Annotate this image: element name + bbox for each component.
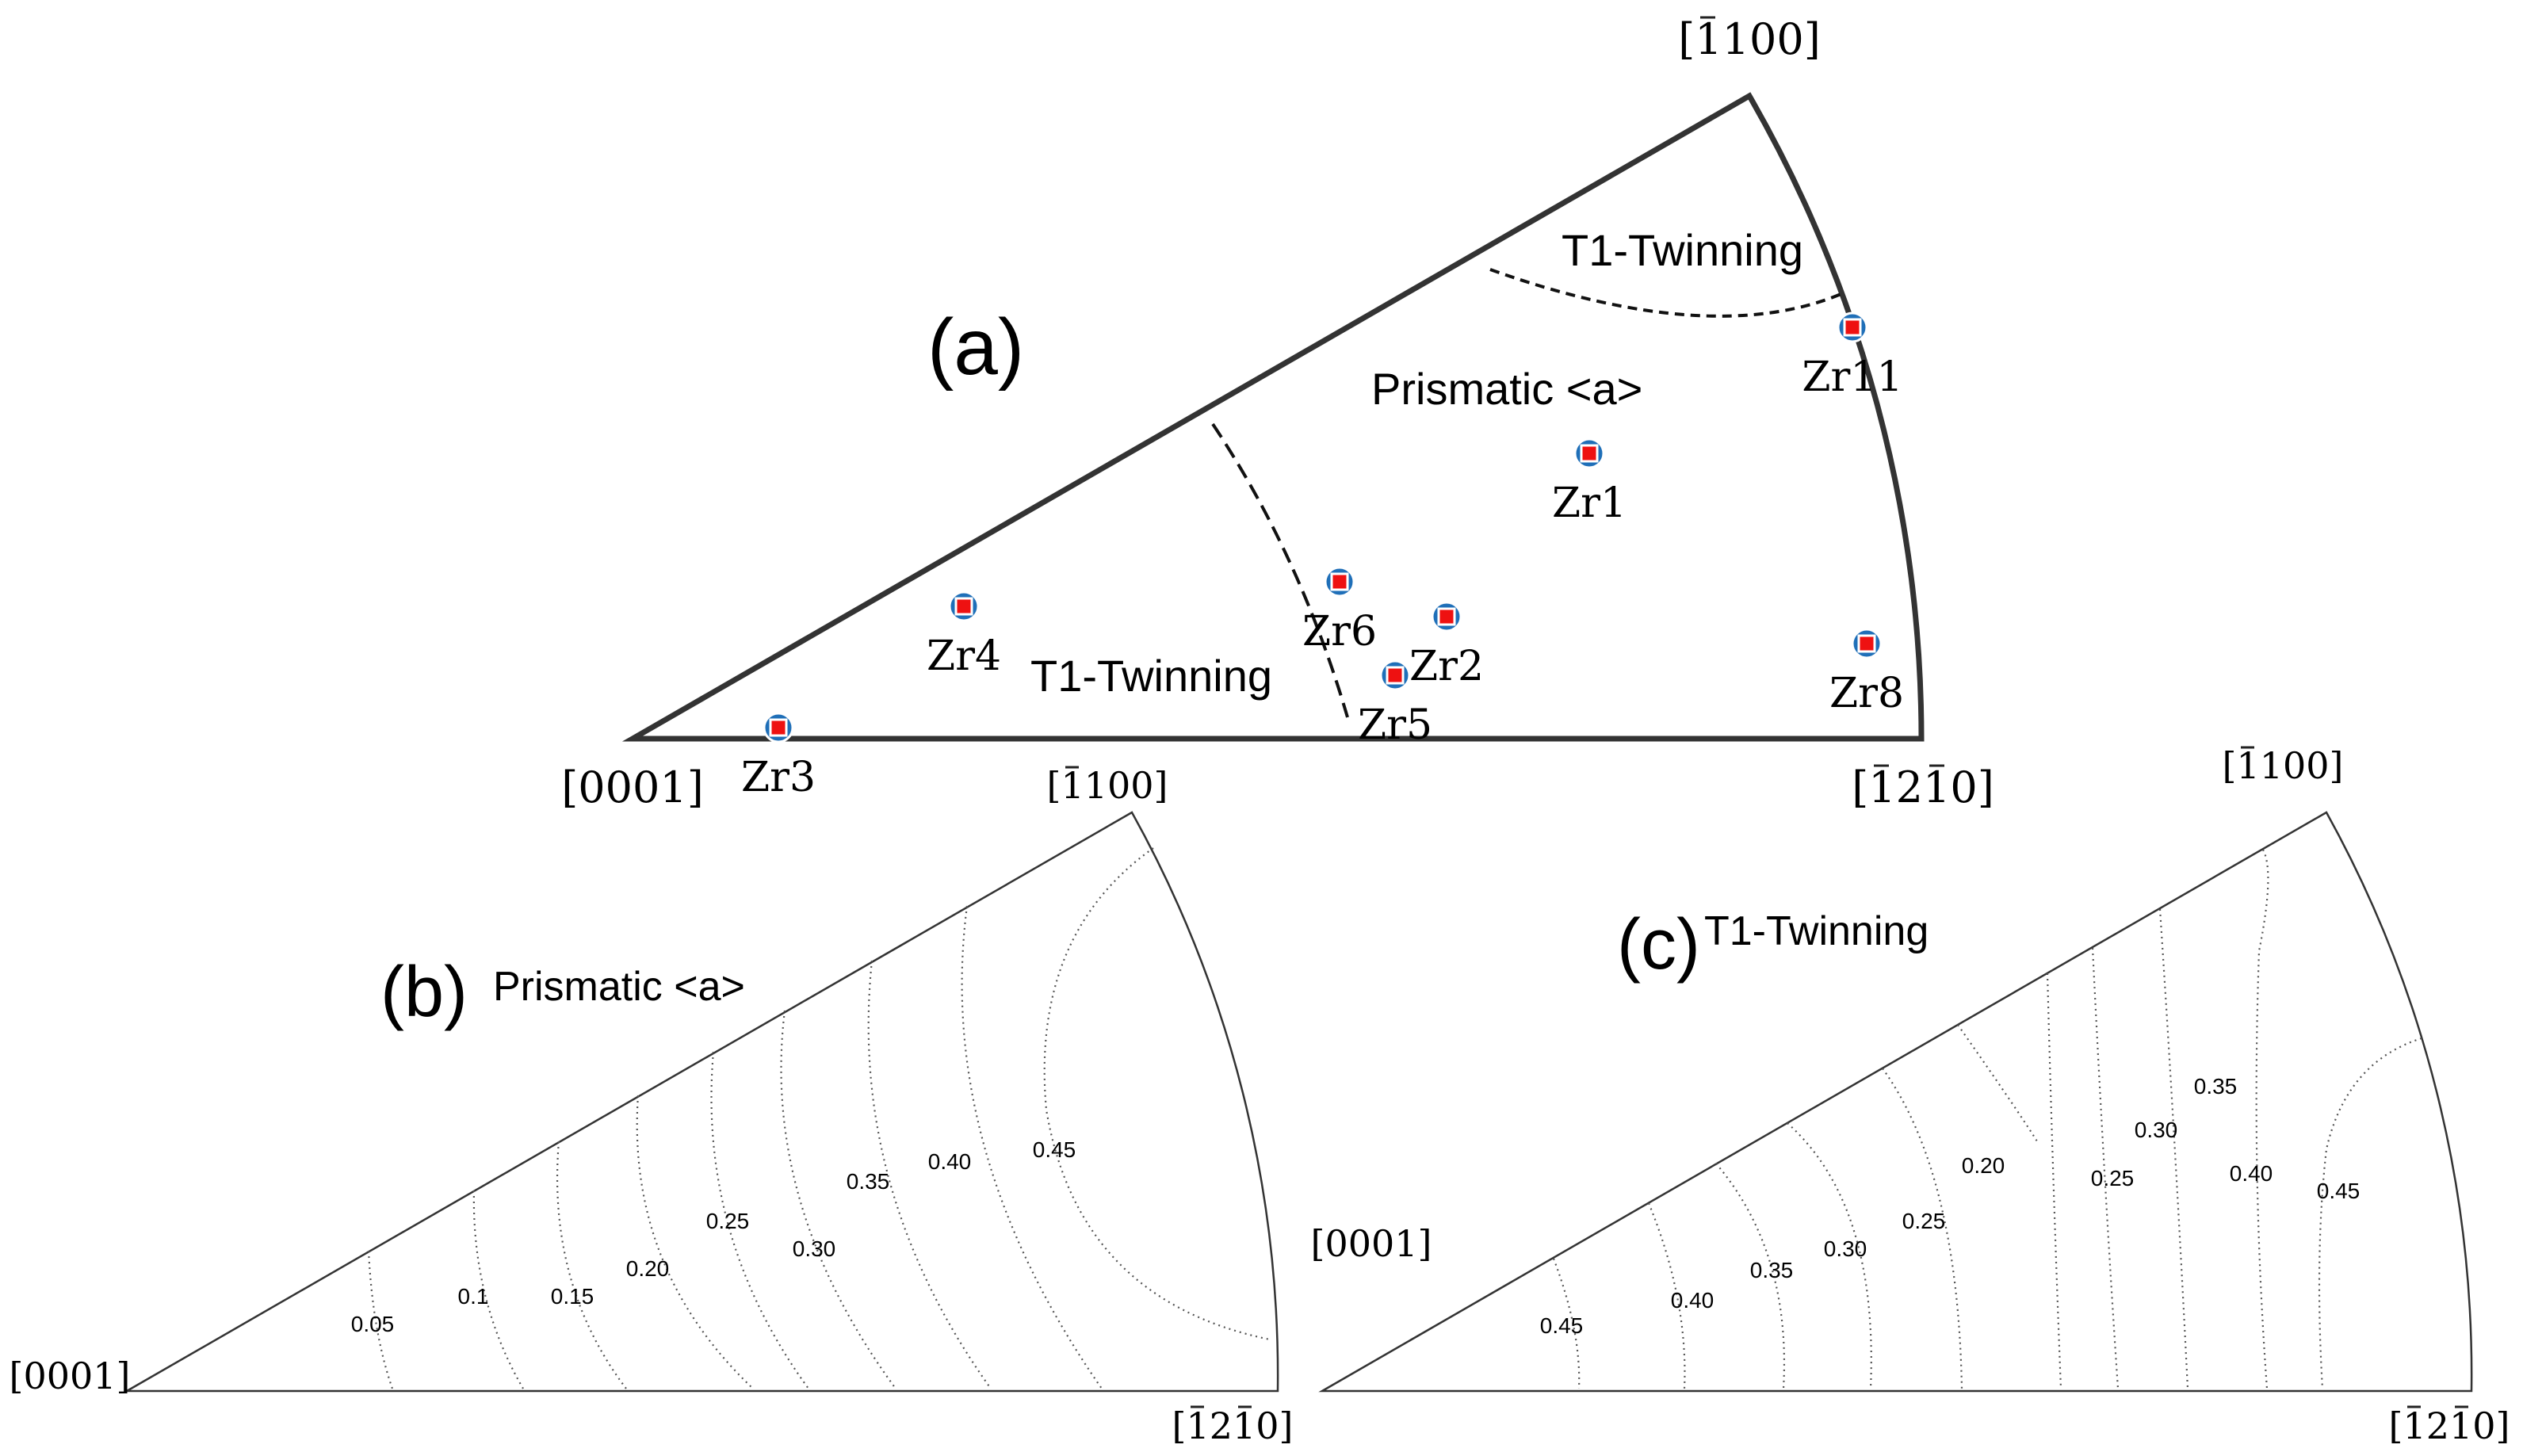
marker-label-zr4: Zr4 (927, 632, 1001, 680)
panel-a-left-direction: [0001] (561, 762, 704, 812)
marker-label-zr8: Zr8 (1829, 670, 1904, 717)
panel-c-contour-11 (2318, 1037, 2422, 1389)
marker-zr11: Zr11 (1802, 311, 1903, 401)
panel-c-contour-label-6: 0.20 (1962, 1153, 2005, 1178)
marker-label-zr5: Zr5 (1358, 701, 1432, 749)
panel-c-contour-label-5: 0.25 (1902, 1209, 1946, 1233)
panel-a-right-direction: [1210] (1852, 762, 1994, 812)
panel-c-contour-label-9: 0.35 (2194, 1074, 2238, 1099)
marker-label-zr6: Zr6 (1302, 608, 1377, 655)
panel-c-left-direction: [0001] (1311, 1222, 1432, 1265)
panel-b-top-direction: [1100] (1047, 764, 1168, 807)
panel-c-contour-2 (1647, 1202, 1686, 1389)
panel-c-contour-9 (2158, 908, 2189, 1389)
panel-c-contour-3 (1715, 1163, 1786, 1389)
panel-c-contour-label-2: 0.40 (1671, 1288, 1714, 1313)
marker-label-zr11: Zr11 (1802, 353, 1902, 401)
panel-a-divider-upper (1489, 268, 1844, 318)
panel-b-contour-3 (556, 1141, 627, 1389)
panel-b-contour-label-2: 0.1 (458, 1284, 489, 1309)
marker-zr5: Zr5 (1358, 659, 1432, 749)
marker-zr8: Zr8 (1829, 628, 1904, 717)
panel-b-contour-5 (710, 1051, 809, 1389)
panel-b-right-direction: [1210] (1172, 1404, 1294, 1447)
panel-b-contour-label-7: 0.35 (847, 1169, 890, 1194)
marker-label-zr3: Zr3 (741, 754, 816, 801)
marker-zr4: Zr4 (927, 590, 1001, 680)
panel-b-contour-6 (780, 1010, 896, 1389)
panel-c-right-direction: [1210] (2389, 1404, 2510, 1447)
panel-c-contour-label-8: 0.30 (2135, 1118, 2178, 1142)
region-label-t1-twinning-lower: T1-Twinning (1030, 651, 1272, 701)
marker-zr3: Zr3 (741, 712, 816, 801)
panel-c-contour-5 (1882, 1068, 1963, 1389)
panel-c-contour-10 (2255, 849, 2269, 1389)
panel-b-contour-label-4: 0.20 (626, 1256, 670, 1281)
panel-a-overbars (1700, 16, 1944, 767)
panel-b-left-direction: [0001] (10, 1355, 131, 1397)
panel-c-title: T1-Twinning (1704, 908, 1929, 954)
panel-c-contour-label-7: 0.25 (2091, 1166, 2135, 1190)
panel-c-contour-label-10: 0.40 (2230, 1161, 2273, 1186)
panel-b-contour-9 (1043, 847, 1271, 1341)
panel-a-label: (a) (927, 303, 1024, 392)
panel-c-label: (c) (1617, 905, 1700, 984)
panel-c-overbars (2241, 746, 2468, 1408)
panel-b-contour-8 (961, 905, 1103, 1389)
panel-c-contour-label-3: 0.35 (1750, 1258, 1794, 1282)
marker-zr2: Zr2 (1409, 601, 1484, 690)
marker-label-zr1: Zr1 (1552, 480, 1627, 527)
panel-b-contour-7 (867, 960, 992, 1389)
panel-c-contour-label-1: 0.45 (1540, 1313, 1584, 1338)
region-label-t1-twinning-upper: T1-Twinning (1562, 225, 1803, 275)
panel-b-contour-label-3: 0.15 (551, 1284, 594, 1309)
marker-zr6: Zr6 (1302, 566, 1377, 655)
marker-label-zr2: Zr2 (1409, 643, 1484, 690)
panel-b-title: Prismatic <a> (493, 964, 745, 1010)
panel-c-contour-label-11: 0.45 (2317, 1179, 2361, 1203)
panel-b-label: (b) (380, 953, 468, 1032)
panel-b-contour-label-5: 0.25 (706, 1209, 750, 1233)
panel-b-sector (123, 811, 1279, 1393)
region-label-prismatic-a: Prismatic <a> (1371, 364, 1642, 414)
panel-c-top-direction: [1100] (2223, 744, 2344, 787)
panel-c-contour-4 (1787, 1122, 1872, 1389)
panel-a-top-direction: [1100] (1678, 14, 1821, 64)
panel-c-sector (1318, 811, 2473, 1393)
panel-a-sector (621, 92, 1925, 742)
panel-c: 0.45 0.40 0.35 0.30 0.25 0.20 0.25 0.30 … (1311, 744, 2510, 1447)
panel-b-contour-4 (636, 1095, 754, 1389)
panel-b-contour-label-1: 0.05 (351, 1312, 395, 1336)
panel-c-contour-label-4: 0.30 (1824, 1236, 1867, 1261)
panel-c-contour-7 (2046, 973, 2062, 1389)
panel-b-contour-label-6: 0.30 (793, 1236, 836, 1261)
panel-c-contour-1 (1552, 1258, 1581, 1389)
marker-zr1: Zr1 (1552, 438, 1627, 527)
panel-a: (a) [1100] [0001] [1210] T1-Twinning Pri… (561, 14, 1994, 812)
panel-b-contour-label-8: 0.40 (928, 1149, 972, 1174)
panel-c-contour-6 (1957, 1024, 2038, 1142)
panel-b-overbars (1065, 766, 1252, 1408)
panel-b: 0.05 0.1 0.15 0.20 0.25 0.30 0.35 0.40 0… (10, 764, 1294, 1447)
panel-b-contour-label-9: 0.45 (1033, 1137, 1076, 1162)
